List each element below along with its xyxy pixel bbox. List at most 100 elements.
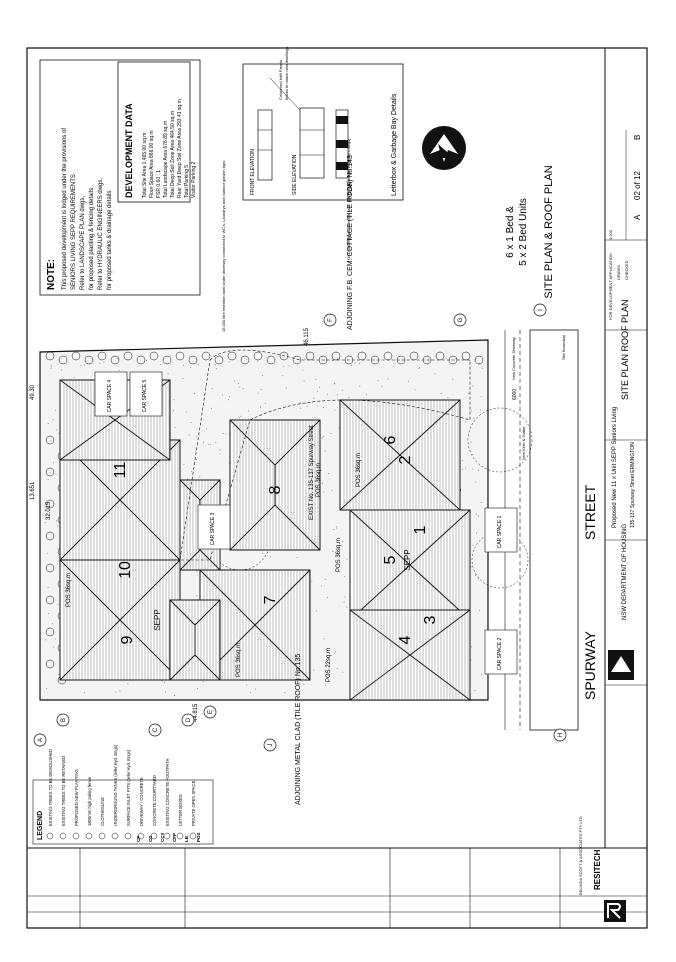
legend-symbol-icon	[163, 832, 171, 840]
section-marker: G	[453, 313, 467, 327]
heading-line-1: 6 x 1 Bed &	[505, 206, 516, 258]
driveway-label: New Concrete Driveway	[511, 337, 516, 380]
heading-line-2: 5 x 2 Bed Units	[518, 198, 529, 266]
street-name: SPURWAY	[582, 630, 598, 700]
tree-icon	[467, 407, 533, 473]
issue: A	[633, 214, 642, 220]
notes-heading: NOTE:	[46, 259, 57, 290]
tree-icon	[45, 467, 55, 477]
legend-symbol-icon	[189, 832, 197, 840]
legend-code: LB	[184, 835, 189, 842]
legend-item: EXISTING CONCRETE FOOTPATH	[163, 758, 171, 840]
resitech-logo-icon	[604, 900, 626, 922]
company-sub: BELINDA SCOTT & ASSOCIATES PTY LTD	[578, 816, 583, 895]
pos-label: POS 36sq.m	[336, 538, 342, 572]
tree-icon	[279, 351, 289, 361]
notes-block: NOTE: This proposed development is lodge…	[39, 59, 201, 296]
unit-number: 10	[117, 561, 134, 579]
tree-icon	[175, 351, 185, 361]
legend-symbol-icon	[59, 832, 67, 840]
tree-icon	[123, 351, 133, 361]
checked-label: CHECKED	[624, 260, 629, 280]
unit-number: 2	[397, 455, 414, 464]
section-marker: J	[263, 738, 277, 752]
legend-item: CLOTHESLINE	[98, 797, 106, 840]
car-space: CAR SPACE 1	[484, 507, 518, 553]
dev-data-row: FSR 0.60 : 1	[156, 170, 162, 198]
notes-line-4: for proposed planting & fencing details	[89, 188, 95, 290]
roof-plan	[169, 599, 221, 681]
status: FOR DEVELOPMENT APPLICATION	[608, 253, 613, 320]
tree-icon	[45, 531, 55, 541]
roof-plan	[59, 559, 181, 681]
svg-text:SURFACE INLET PITS (refer Hyd.: SURFACE INLET PITS (refer Hyd. Engs)	[126, 749, 131, 826]
svg-text:CONCRETE COURTYARD: CONCRETE COURTYARD	[152, 775, 157, 826]
legend-item: SURFACE INLET PITS (refer Hyd. Engs)	[124, 749, 132, 840]
svg-text:A: A	[38, 738, 44, 742]
pos-label: POS 22sq.m	[326, 648, 332, 682]
svg-text:1800mm high paling fence: 1800mm high paling fence	[87, 776, 92, 826]
tree-icon	[45, 435, 55, 445]
legend-code: CCY	[160, 832, 165, 842]
roofs-layer	[59, 379, 471, 701]
pos-label: POS 36sq.m	[236, 643, 242, 677]
tree-icon	[266, 355, 276, 365]
adjoining-left: ADJOINING METAL CLAD (TILE ROOF) No.135	[295, 654, 302, 805]
new-kerb: New Kerb & Gutter	[521, 426, 526, 460]
driveway-outline	[179, 349, 471, 561]
legend-item: CONCRETE COURTYARD	[150, 775, 158, 840]
tree-icon	[435, 351, 445, 361]
unit-number: 1	[412, 525, 429, 534]
legend-symbol-icon	[72, 832, 80, 840]
legend-item: PRIVATE OPEN SPACE	[189, 780, 197, 840]
section-marker: H	[553, 728, 567, 742]
company-name: RESITECH	[593, 849, 602, 890]
tree-icon	[45, 499, 55, 509]
roof-plan	[229, 419, 321, 551]
dev-data-row: Visitor Parking 2	[191, 161, 197, 198]
svg-text:PRIVATE OPEN SPACE: PRIVATE OPEN SPACE	[191, 780, 196, 826]
dim-side-c: 13.651	[30, 481, 36, 500]
tree-icon	[214, 355, 224, 365]
section-marker: E	[203, 705, 217, 719]
tree-icon	[136, 355, 146, 365]
tree-icon	[305, 351, 315, 361]
tree-icon	[97, 351, 107, 361]
sepp-label: SEPP	[153, 609, 162, 630]
notes-line-6: for proposed tanks & drainage details	[107, 191, 113, 290]
section-marker: A	[33, 733, 47, 747]
tree-icon	[162, 355, 172, 365]
car-space: CAR SPACE 3	[197, 504, 231, 550]
tree-icon	[253, 351, 263, 361]
legend-symbol-icon	[46, 832, 54, 840]
elevation-note-a: Colorbond Infill Panels	[278, 60, 283, 100]
tree-icon	[461, 351, 471, 361]
tree-icon	[45, 595, 55, 605]
tree-icon	[45, 351, 55, 361]
section-marker: B	[56, 713, 70, 727]
svg-text:D: D	[186, 717, 192, 722]
housing-logo-icon	[608, 650, 634, 680]
unit-number: 9	[119, 635, 136, 644]
svg-text:G: G	[458, 317, 464, 322]
legend-title: LEGEND	[37, 811, 44, 840]
svg-text:EXISTING CONCRETE FOOTPATH: EXISTING CONCRETE FOOTPATH	[165, 758, 170, 826]
dev-data-row: Total Deep Soil Zone Area 464.50 sq.m	[170, 111, 176, 198]
dev-data-title: DEVELOPMENT DATA	[124, 103, 134, 198]
legend-code: CD	[148, 835, 153, 842]
dim-side-b: 32.015	[46, 501, 52, 520]
svg-text:H: H	[558, 733, 564, 737]
existing-address: EXIST No. 135-137 Spurway Street	[309, 425, 315, 520]
unit-number: 7	[262, 595, 279, 604]
tank-note: 15,000 litre retention tank under drivew…	[221, 161, 226, 332]
legend-symbol-icon	[85, 832, 93, 840]
svg-text:E: E	[208, 710, 214, 714]
scale: 1:200	[608, 229, 613, 240]
legend-symbol-icon	[111, 832, 119, 840]
pos-label: POS 36sq.m	[316, 463, 322, 497]
tree-icon	[45, 563, 55, 573]
tree-icon	[227, 351, 237, 361]
legend-item: EXISTING TREES TO BE DEMOLISHED	[46, 749, 54, 840]
unit-number: 11	[112, 462, 129, 479]
project-address: 135-137 Spurway Street ERMINGTON	[630, 442, 636, 528]
